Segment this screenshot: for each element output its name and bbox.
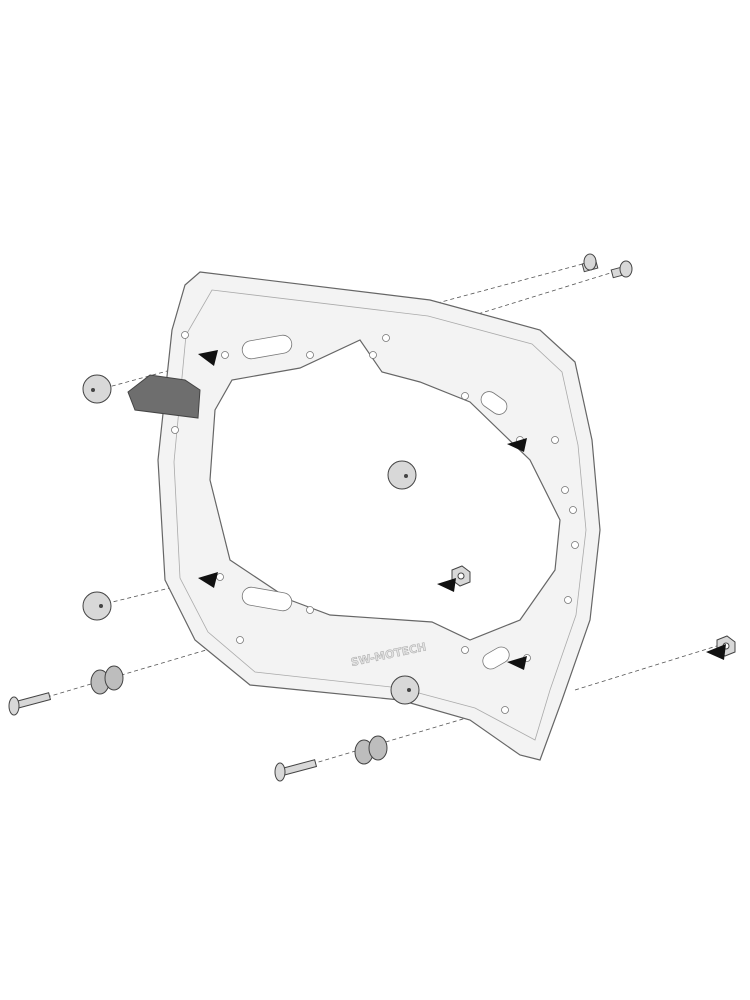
arrow-icon (706, 644, 726, 660)
bracket-part (127, 374, 201, 419)
arrow-icon (437, 578, 456, 592)
side-carrier-frame: SW-MOTECH (157, 271, 601, 761)
arrow-icon (198, 572, 218, 588)
arrow-icon (198, 350, 218, 366)
spacers (90, 665, 388, 765)
arrow-icon (507, 438, 527, 452)
arrow-icon (507, 656, 527, 670)
screws (8, 253, 633, 782)
rubber-dampers (82, 374, 420, 705)
direction-arrows (198, 350, 726, 670)
